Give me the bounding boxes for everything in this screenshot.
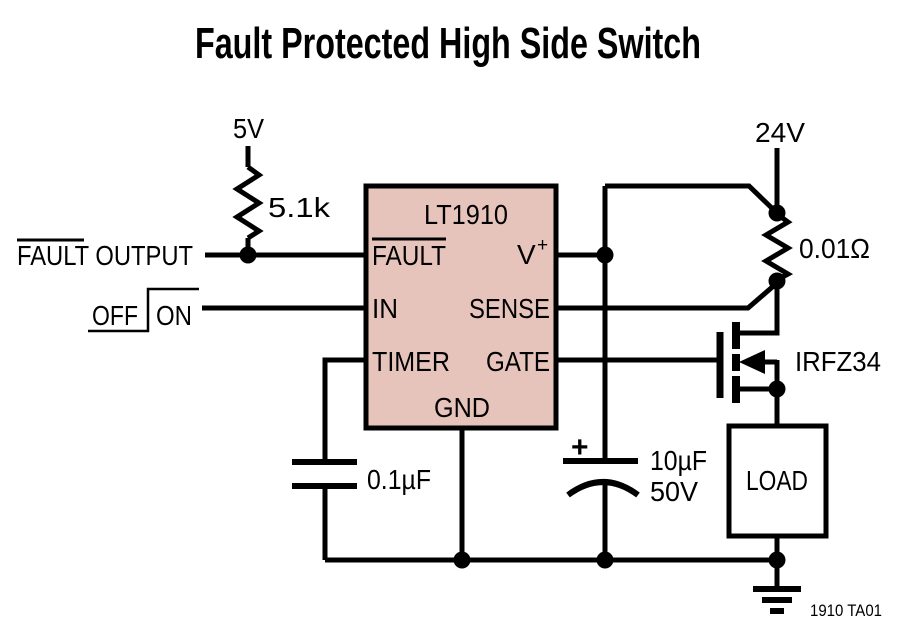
label-sense-resistor-value: 0.01Ω [799,233,870,264]
label-pullup-resistor-value: 5.1k [268,192,331,223]
wire-sense [556,281,779,311]
label-bulk-cap-plus: + [571,431,589,464]
ic-pin-label-vplus-superscript: + [537,235,548,256]
label-24v-supply: 24V [755,117,805,148]
junction-dot-fault-node [239,246,257,264]
ic-pin-label-sense: SENSE [469,293,550,324]
resistor-pullup-symbol [232,164,264,241]
label-timer-cap-value: 0.1µF [367,464,431,495]
label-bulk-cap-value: 10µF [650,445,707,476]
ic-pin-label-fault: FAULT [372,240,446,271]
label-mosfet-part: IRFZ34 [795,346,881,377]
mosfet-body-arrow [739,350,765,374]
mosfet-symbol [716,281,780,403]
ic-part-label: LT1910 [424,199,508,230]
load-box [726,423,829,539]
label-fault-output: FAULT OUTPUT [17,240,193,271]
ic-pin-label-gate: GATE [486,346,550,377]
ground-symbol [753,586,801,614]
ic-pin-label-vplus: V [517,239,536,270]
label-5v-supply: 5V [233,113,264,144]
resistor-sense-symbol [761,211,794,283]
wire-timer-pin [322,357,366,462]
label-load: LOAD [746,465,808,496]
mosfet-drain-connection [740,281,780,336]
figure-id-label: 1910 TA01 [810,601,882,620]
label-bulk-cap-voltage: 50V [650,476,698,507]
schematic-title: Fault Protected High Side Switch [195,19,701,68]
junction-dot-load-ground [768,551,786,569]
label-on: ON [156,300,192,331]
ic-pin-label-gnd: GND [434,392,490,423]
label-off: OFF [92,300,138,331]
capacitor-bulk-plate-curved [566,479,640,498]
ic-pin-label-in: IN [372,293,398,324]
ic-pin-label-timer: TIMER [372,346,450,377]
wire-vplus-to-24v [605,183,779,215]
step-waveform-symbol [88,287,199,333]
